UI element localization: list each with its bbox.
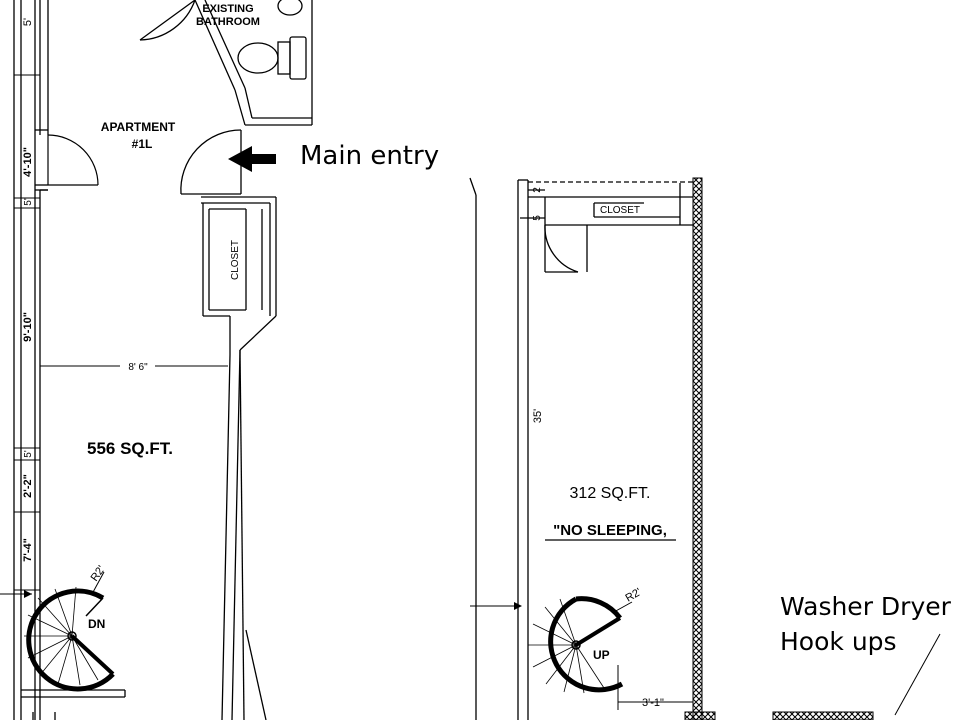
left-unit-walls: [13, 0, 49, 720]
dim-4-10: 4'-10": [22, 147, 34, 177]
dim-2-2: 2'-2": [22, 474, 34, 498]
dim-5-b: 5': [23, 450, 34, 458]
washer-dryer-label-1: Washer Dryer: [780, 592, 952, 621]
spiral-stair-left: [0, 571, 115, 692]
washer-dryer-leader: [894, 633, 941, 716]
dim-right-5: 5: [532, 215, 543, 221]
dim-7-4: 7'-4": [22, 538, 34, 562]
stair-right-arrow-icon: [514, 602, 522, 610]
stair-right-up: UP: [593, 648, 610, 662]
left-dim-ticks: [14, 74, 40, 591]
dim-right-2: 2: [532, 187, 543, 193]
washer-dryer-label-2: Hook ups: [780, 627, 897, 656]
dim-5-top: 5': [22, 18, 34, 26]
main-entry-door: [180, 129, 242, 195]
bathroom-label-1: EXISTING: [202, 3, 253, 15]
main-entry-arrow-icon: [228, 146, 276, 172]
dim-8-6: 8' 6": [128, 362, 148, 373]
apartment-label-1: APARTMENT: [101, 120, 176, 134]
left-corridor-wall: [221, 315, 277, 720]
closet-right-label: CLOSET: [600, 205, 640, 216]
spiral-stair-right: [470, 596, 693, 710]
stair-right-radius: R2': [624, 586, 644, 604]
bottom-hatch-2: [772, 711, 874, 720]
right-closet: [544, 183, 693, 273]
no-sleeping-note: "NO SLEEPING,: [553, 522, 667, 539]
main-entry-label: Main entry: [300, 141, 439, 171]
dim-35: 35': [532, 409, 544, 423]
right-hatched-wall: [692, 177, 703, 720]
area-right: 312 SQ.FT.: [570, 485, 651, 502]
stair-left-dn: DN: [88, 617, 105, 631]
stair-left-radius: R2': [89, 564, 108, 584]
stair-left-arrow-icon: [24, 590, 32, 598]
left-closet: [201, 196, 277, 317]
apartment-label-2: #1L: [132, 137, 153, 151]
bathroom-label-2: BATHROOM: [196, 16, 260, 28]
bathroom-walls: [139, 0, 313, 126]
dim-9-10: 9'-10": [22, 312, 34, 342]
dim-5-a: 5': [23, 198, 34, 206]
closet-left-label: CLOSET: [230, 240, 241, 280]
dim-3-1: 3'-1": [642, 697, 664, 709]
toilet: [237, 0, 307, 80]
bottom-hatch-1: [684, 711, 716, 720]
area-left: 556 SQ.FT.: [87, 439, 173, 458]
left-bottom-ledge: [21, 689, 126, 720]
right-unit-walls: [469, 177, 695, 720]
left-door-swing: [47, 134, 99, 186]
